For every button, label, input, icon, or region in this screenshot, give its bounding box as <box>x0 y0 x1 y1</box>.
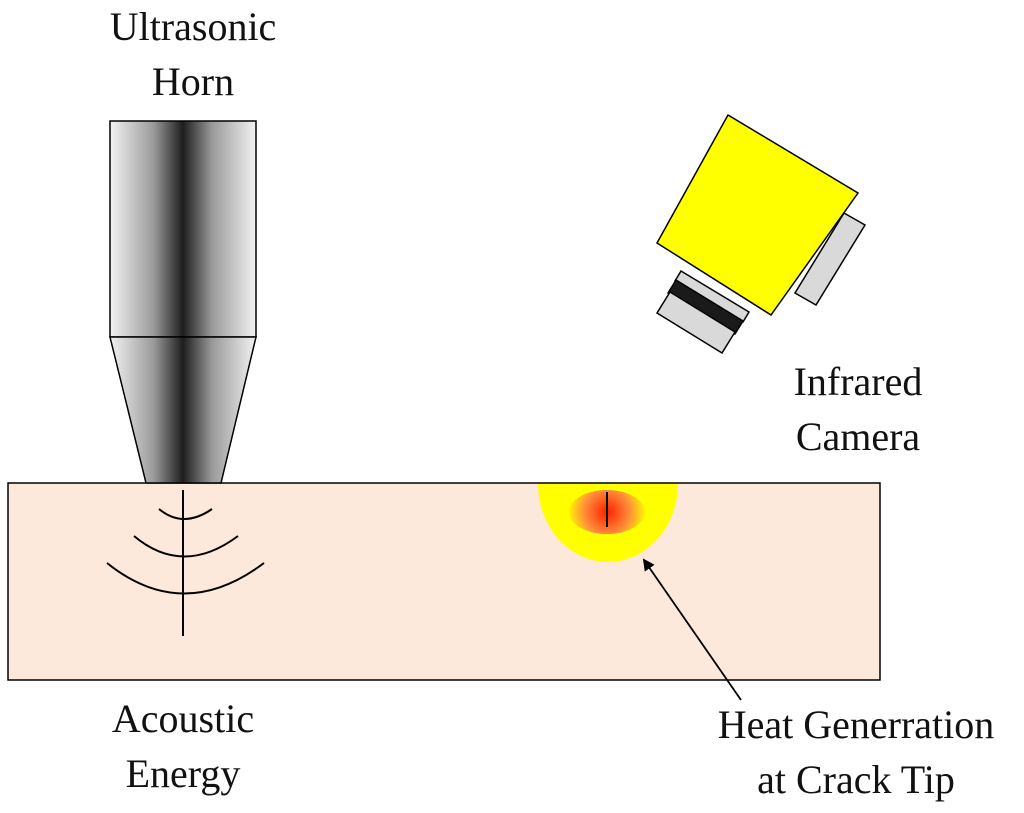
specimen-block <box>7 482 881 681</box>
ultrasonic-horn <box>109 120 257 484</box>
camera-body <box>656 113 860 317</box>
camera-label-line1: Infrared <box>794 359 923 404</box>
acoustic-wave-arc-2 <box>133 535 239 558</box>
crack-tip-pointer-arrow <box>642 558 742 701</box>
horn-label-line1: Ultrasonic <box>110 4 277 49</box>
acoustic-label-line2: Energy <box>126 751 241 796</box>
acoustic-waves <box>106 490 265 636</box>
acoustic-wave-arc-1 <box>158 508 213 520</box>
heat-label-line1: Heat Generration <box>718 702 995 747</box>
heat-label-line2: at Crack Tip <box>757 757 955 802</box>
horn-cylinder <box>109 120 257 338</box>
acoustic-label-line1: Acoustic <box>112 696 254 741</box>
acoustic-wave-arc-3 <box>106 562 265 595</box>
camera-lens-band <box>666 278 745 336</box>
infrared-camera <box>655 113 867 355</box>
horn-taper <box>109 336 257 484</box>
camera-lens-front <box>655 290 737 355</box>
heat-zone <box>538 484 678 562</box>
horn-label-line2: Horn <box>152 59 234 104</box>
camera-back-plate <box>793 211 867 307</box>
camera-label-line2: Camera <box>796 414 921 459</box>
